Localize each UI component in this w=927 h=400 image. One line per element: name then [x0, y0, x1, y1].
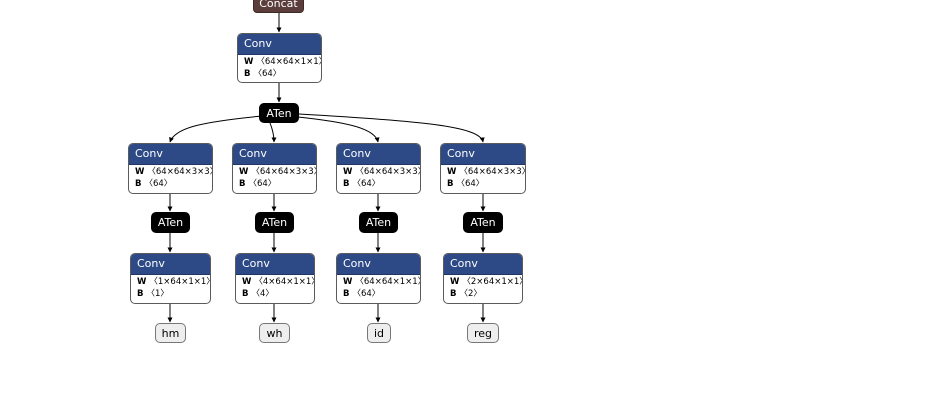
bias-attr: B〈64〉 [135, 178, 173, 189]
bias-attr: B〈1〉 [137, 288, 169, 299]
concat-node[interactable]: Concat [253, 0, 304, 13]
aten-label: ATen [266, 106, 292, 120]
weight-attr: W〈64×64×1×1〉 [244, 57, 322, 67]
bias-attr: B〈2〉 [450, 288, 482, 299]
aten-node-b1[interactable]: ATen [151, 212, 190, 233]
conv-node-b3-1x1[interactable]: Conv W〈64×64×1×1〉 B〈64〉 [336, 253, 421, 304]
aten-node-b2[interactable]: ATen [255, 212, 294, 233]
output-node-reg[interactable]: reg [467, 323, 499, 343]
conv-title: Conv [444, 254, 522, 275]
aten-node-b4[interactable]: ATen [463, 212, 503, 233]
conv-node-b3-3x3[interactable]: Conv W〈64×64×3×3〉 B〈64〉 [336, 143, 421, 194]
weight-attr: W〈64×64×3×3〉 [239, 167, 317, 177]
output-label: reg [473, 326, 493, 340]
output-node-wh[interactable]: wh [259, 323, 290, 343]
aten-label: ATen [365, 216, 392, 229]
weight-attr: W〈64×64×1×1〉 [343, 277, 421, 287]
weight-attr: W〈1×64×1×1〉 [137, 277, 211, 287]
weight-attr: W〈64×64×3×3〉 [447, 167, 526, 177]
edge-aten-branch-3 [297, 116, 380, 143]
concat-label: Concat [259, 0, 298, 10]
conv-title: Conv [441, 144, 525, 165]
conv-title: Conv [337, 144, 420, 165]
aten-label: ATen [470, 216, 496, 229]
weight-attr: W〈64×64×3×3〉 [135, 167, 213, 177]
conv-title: Conv [238, 34, 321, 55]
bias-attr: B〈4〉 [242, 288, 274, 299]
conv-title: Conv [236, 254, 314, 275]
conv-node-b1-1x1[interactable]: Conv W〈1×64×1×1〉 B〈1〉 [130, 253, 211, 304]
bias-attr: B〈64〉 [343, 178, 381, 189]
bias-attr: B〈64〉 [244, 68, 282, 79]
weight-attr: W〈64×64×3×3〉 [343, 167, 421, 177]
conv-node-top[interactable]: Conv W〈64×64×1×1〉 B〈64〉 [237, 33, 322, 83]
conv-node-b2-3x3[interactable]: Conv W〈64×64×3×3〉 B〈64〉 [232, 143, 317, 194]
aten-label: ATen [157, 216, 184, 229]
bias-attr: B〈64〉 [343, 288, 381, 299]
output-label: id [373, 326, 385, 340]
conv-node-b1-3x3[interactable]: Conv W〈64×64×3×3〉 B〈64〉 [128, 143, 213, 194]
output-node-hm[interactable]: hm [155, 323, 186, 343]
output-label: wh [266, 326, 283, 340]
edge-aten-branch-2 [269, 122, 277, 143]
conv-title: Conv [129, 144, 212, 165]
aten-node-b3[interactable]: ATen [359, 212, 398, 233]
weight-attr: W〈2×64×1×1〉 [450, 277, 523, 287]
conv-node-b4-1x1[interactable]: Conv W〈2×64×1×1〉 B〈2〉 [443, 253, 523, 304]
edge-aten-branch-1 [169, 115, 263, 143]
bias-attr: B〈64〉 [447, 178, 485, 189]
conv-title: Conv [131, 254, 210, 275]
conv-title: Conv [233, 144, 316, 165]
output-node-id[interactable]: id [367, 323, 391, 343]
edge-aten-branch-4 [298, 113, 485, 143]
conv-node-b2-1x1[interactable]: Conv W〈4×64×1×1〉 B〈4〉 [235, 253, 315, 304]
aten-label: ATen [261, 216, 288, 229]
output-label: hm [161, 326, 180, 340]
weight-attr: W〈4×64×1×1〉 [242, 277, 315, 287]
conv-title: Conv [337, 254, 420, 275]
aten-node-top[interactable]: ATen [259, 103, 299, 123]
conv-node-b4-3x3[interactable]: Conv W〈64×64×3×3〉 B〈64〉 [440, 143, 526, 194]
bias-attr: B〈64〉 [239, 178, 277, 189]
